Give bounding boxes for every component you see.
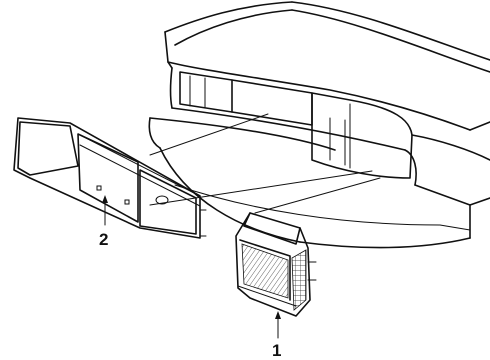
center-garnish-panel xyxy=(13,117,207,239)
callout-2: 2 xyxy=(99,195,108,249)
callout-label-1: 1 xyxy=(272,341,281,360)
car-body xyxy=(148,1,490,249)
combination-lamp xyxy=(235,212,317,317)
callout-label-2: 2 xyxy=(99,230,108,249)
callout-1: 1 xyxy=(272,311,281,360)
